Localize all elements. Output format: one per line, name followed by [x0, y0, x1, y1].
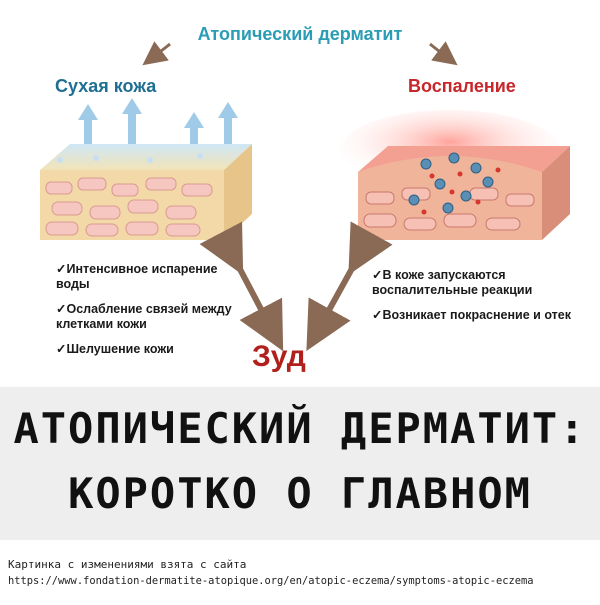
- list-item: ✓Возникает покраснение и отек: [372, 308, 571, 322]
- check-icon: ✓: [372, 308, 383, 322]
- itch-right-arrow: [306, 221, 393, 352]
- list-item: ✓Шелушение кожи: [56, 342, 174, 356]
- diagram-title: Атопический дерматит: [197, 24, 403, 44]
- list-item: ✓Интенсивное испарение воды: [56, 262, 218, 291]
- inflammation-illustration: [340, 110, 570, 240]
- title-right-arrow: [429, 41, 458, 66]
- list-item: ✓Ослабление связей между клетками кожи: [56, 302, 232, 331]
- itch-left-arrow: [199, 221, 284, 352]
- image-credit: Картинка с изменениями взята с сайта htt…: [8, 557, 533, 589]
- title-left-arrow: [142, 41, 171, 66]
- dry-skin-title: Сухая кожа: [55, 76, 157, 96]
- inflammation-list: ✓В коже запускаются воспалительные реакц…: [372, 268, 572, 333]
- dry-skin-list: ✓Интенсивное испарение воды ✓Ослабление …: [56, 262, 236, 367]
- dry-skin-illustration: [40, 98, 252, 240]
- credit-url[interactable]: https://www.fondation-dermatite-atopique…: [8, 575, 534, 587]
- check-icon: ✓: [56, 302, 67, 316]
- banner-line-2: КОРОТКО О ГЛАВНОМ: [68, 469, 532, 518]
- check-icon: ✓: [56, 262, 67, 276]
- list-item: ✓В коже запускаются воспалительные реакц…: [372, 268, 533, 297]
- check-icon: ✓: [372, 268, 383, 282]
- itch-label: Зуд: [252, 340, 306, 373]
- inflammation-title: Воспаление: [408, 76, 516, 96]
- title-banner: АТОПИЧЕСКИЙ ДЕРМАТИТ: КОРОТКО О ГЛАВНОМ: [0, 387, 600, 540]
- check-icon: ✓: [56, 342, 67, 356]
- banner-line-1: АТОПИЧЕСКИЙ ДЕРМАТИТ:: [13, 404, 587, 453]
- credit-text: Картинка с изменениями взята с сайта: [8, 558, 247, 571]
